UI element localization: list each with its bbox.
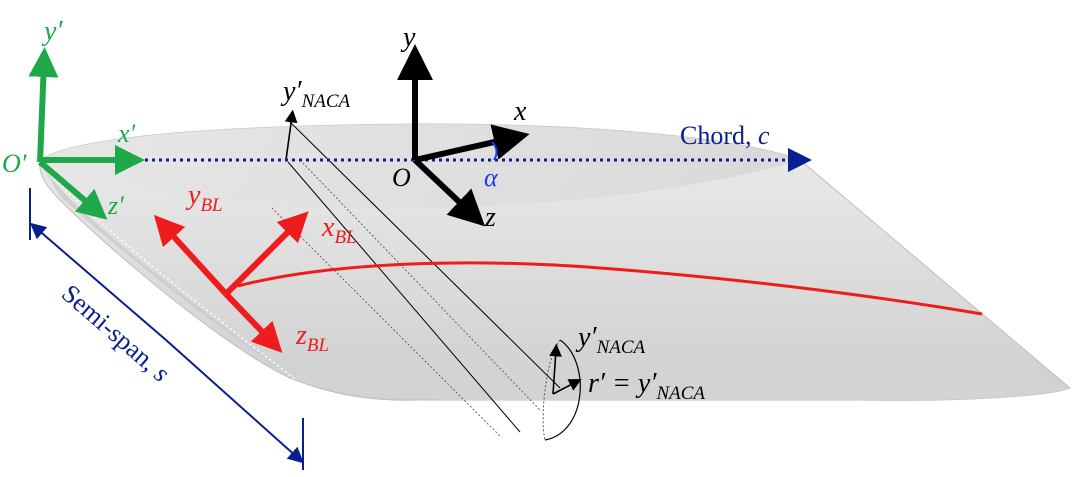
naca-tip-label: y′NACA xyxy=(575,322,646,358)
x-bl-axis-arrow xyxy=(223,211,309,297)
semispan-arrow-b xyxy=(165,339,304,464)
naca-thickness-tip xyxy=(549,343,562,395)
z-bl-axis-arrow xyxy=(223,291,283,353)
y-bl-axis-arrow xyxy=(153,214,229,297)
section-hidden-left xyxy=(271,207,501,437)
radius-arrow xyxy=(552,379,582,395)
alpha-arc xyxy=(491,141,498,161)
x-bl-label: xBL xyxy=(321,212,357,248)
semispan-arrow-a xyxy=(29,222,167,341)
wing-tip-lower xyxy=(290,347,1070,401)
z-prime-axis-arrow xyxy=(38,159,108,220)
chord-label: Chord, c xyxy=(680,121,770,150)
z-axis-label: z xyxy=(484,202,496,233)
alpha-label: α xyxy=(484,163,499,192)
boundary-layer-curve xyxy=(237,261,983,316)
section-end-ellipse xyxy=(544,339,581,441)
radius-label: r′ = y′NACA xyxy=(588,368,705,404)
z-bl-label: zBL xyxy=(295,320,329,356)
y-axis-label: y xyxy=(400,22,416,53)
naca-thickness-root xyxy=(284,109,298,161)
section-edge-right xyxy=(287,119,561,389)
x-axis-label: x xyxy=(513,96,527,127)
x-prime-label: x′ xyxy=(117,119,136,148)
y-bl-label: yBL xyxy=(185,180,223,216)
x-axis-arrow xyxy=(414,124,530,163)
z-axis-arrow xyxy=(412,157,486,227)
z-prime-label: z′ xyxy=(107,191,124,220)
y-prime-label: y′ xyxy=(41,16,63,47)
section-edge-left xyxy=(287,161,521,433)
naca-root-label: y′NACA xyxy=(280,76,351,112)
y-prime-axis-arrow xyxy=(28,47,59,163)
leading-edge-dots xyxy=(44,167,297,381)
origin-prime-label: O′ xyxy=(2,149,27,178)
section-hidden-mid xyxy=(299,159,541,411)
origin-label: O xyxy=(392,163,411,192)
